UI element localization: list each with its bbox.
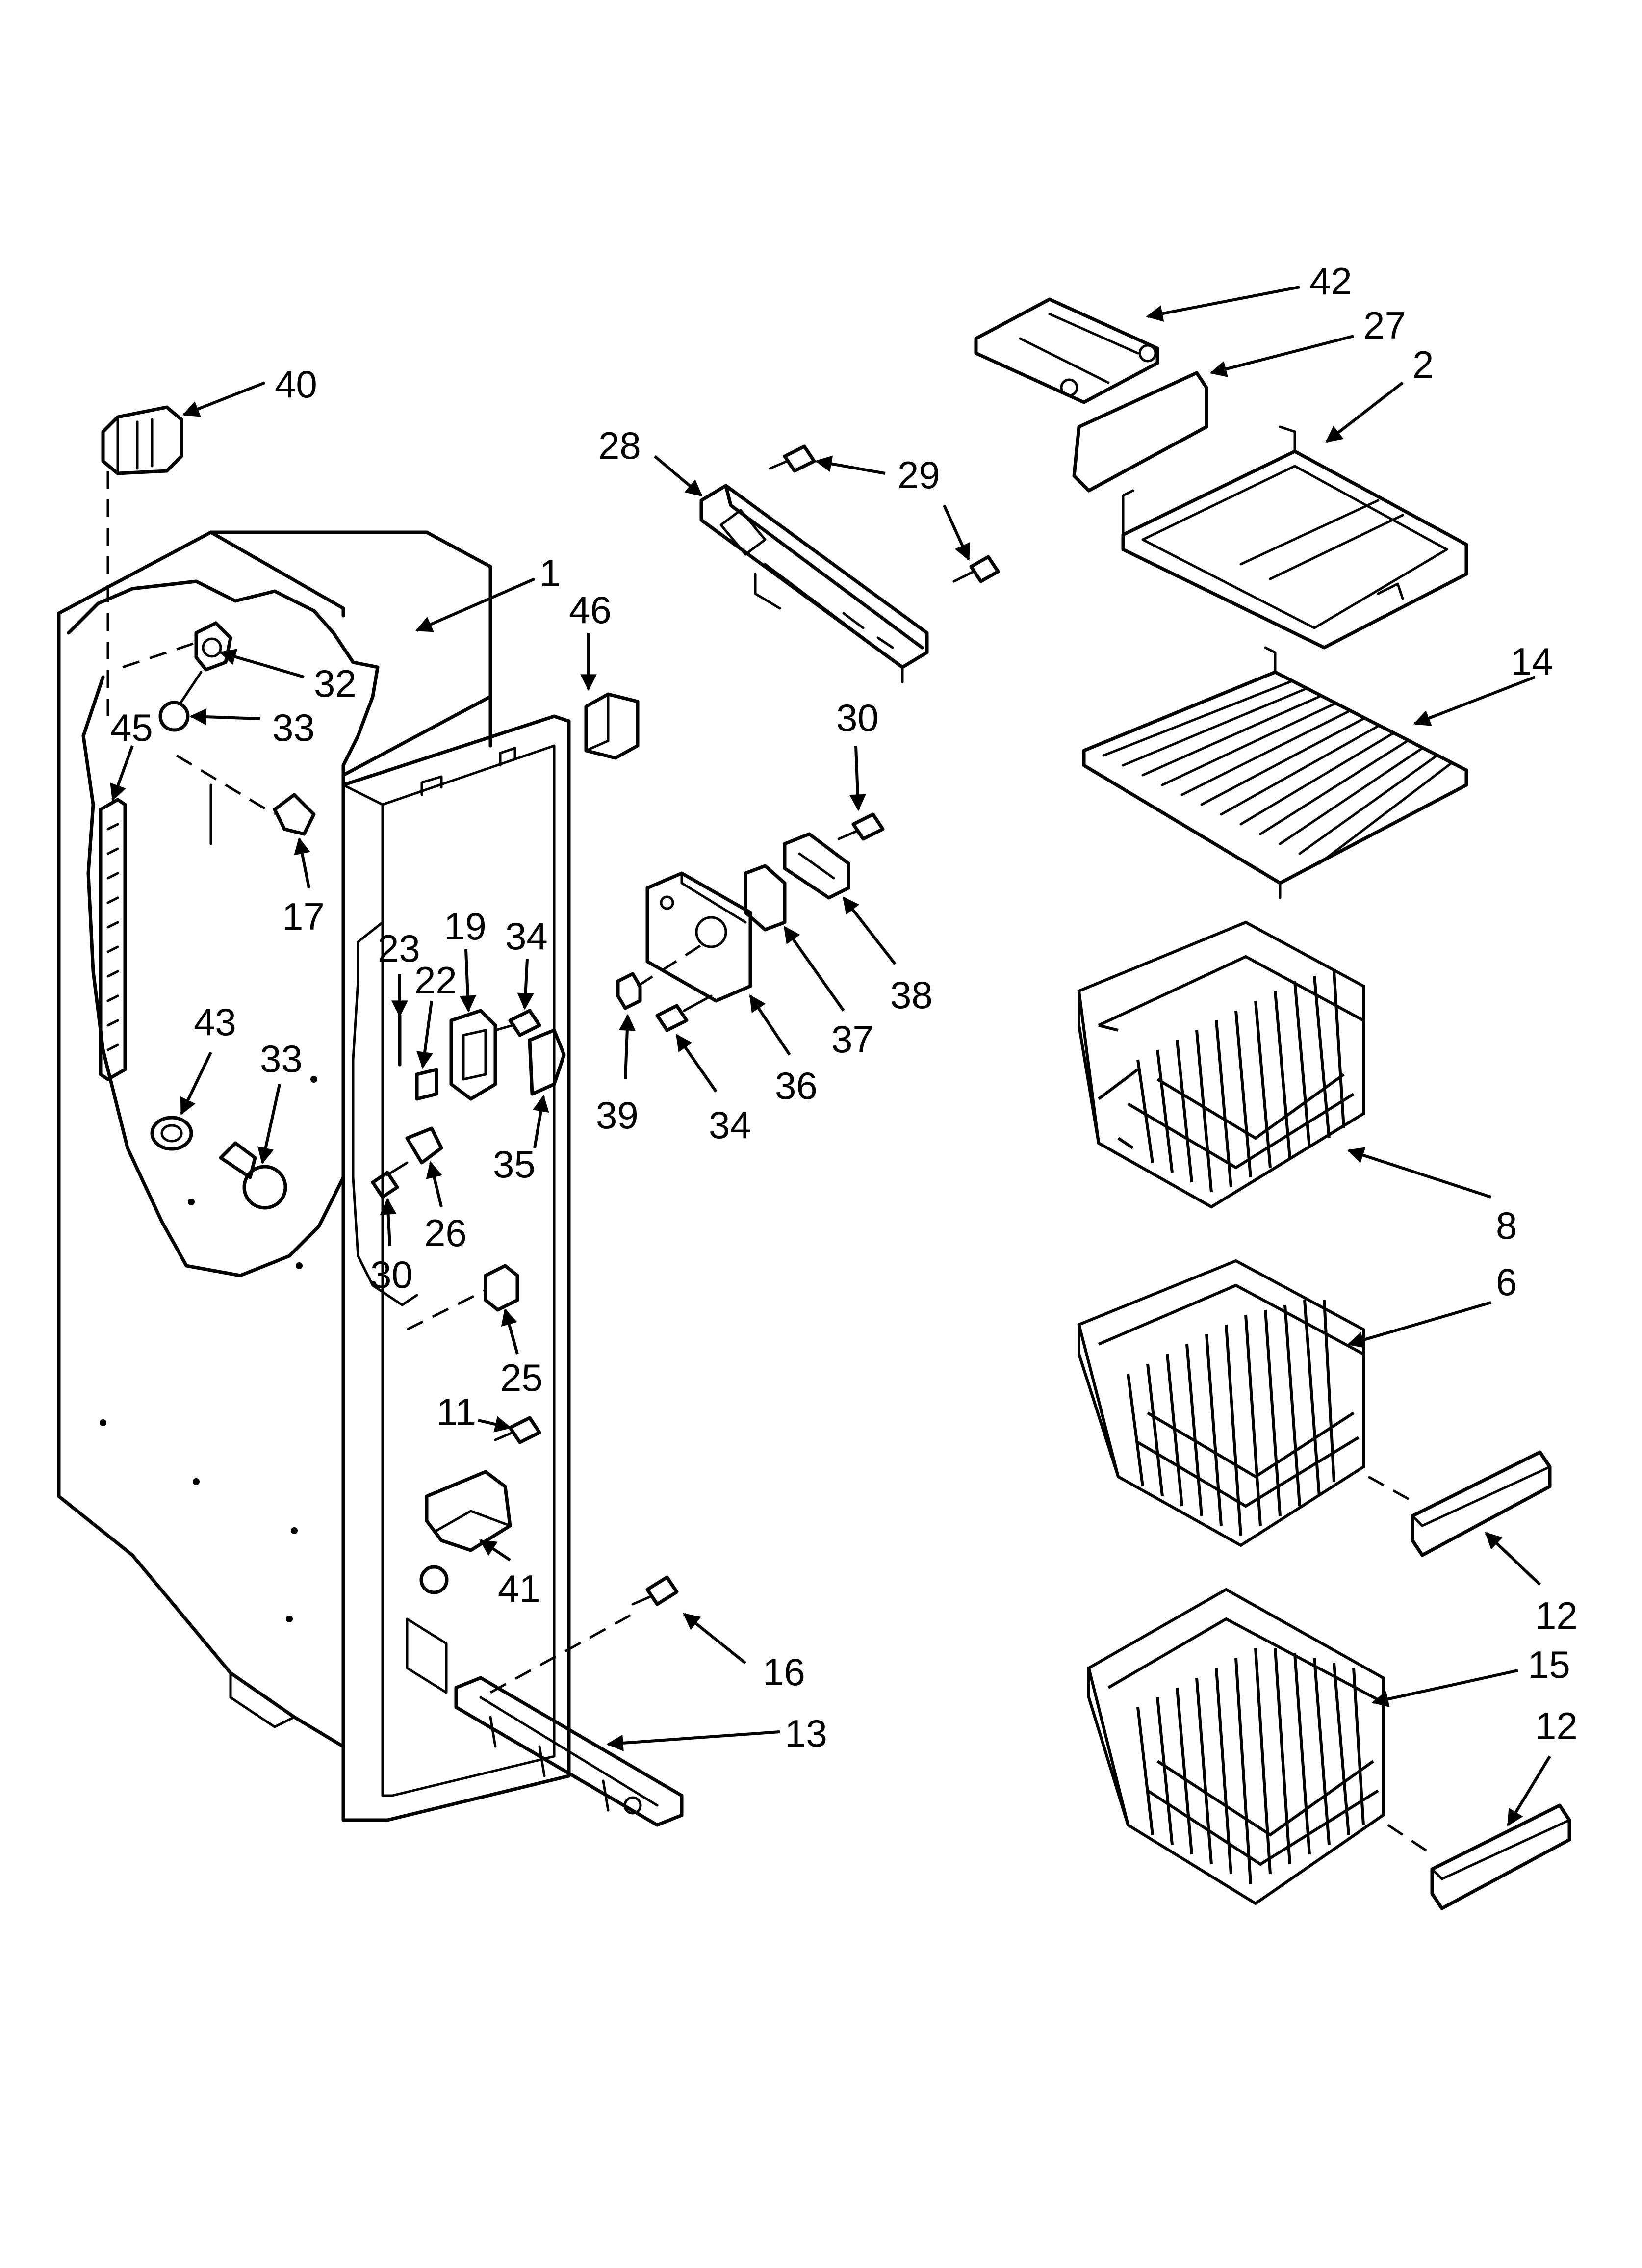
basket-8 (1077, 920, 1365, 1209)
bulb-33-lower (219, 1141, 287, 1210)
callout-15: 15 (1528, 1643, 1570, 1686)
panel-27 (1072, 371, 1208, 493)
clip-17 (273, 793, 316, 836)
callout-labels: 40 32 33 45 17 43 33 1 46 23 22 19 34 35… (110, 260, 1578, 1755)
callout-37: 37 (831, 1017, 874, 1061)
callout-22: 22 (414, 959, 457, 1002)
callout-2: 2 (1412, 343, 1434, 386)
screw-16 (631, 1575, 679, 1606)
light-cover-40 (101, 405, 183, 475)
housing-36 (645, 871, 752, 1003)
screw-11 (494, 1416, 541, 1444)
callout-1: 1 (539, 551, 561, 595)
screw-30-left (371, 1161, 409, 1199)
callout-25: 25 (500, 1356, 543, 1399)
callout-19: 19 (444, 905, 487, 948)
callout-28: 28 (598, 424, 641, 467)
basket-6 (1077, 1259, 1365, 1547)
callout-27: 27 (1363, 304, 1406, 347)
switch-22 (415, 1068, 438, 1101)
bracket-46 (584, 692, 640, 760)
callout-12: 12 (1535, 1704, 1578, 1747)
callout-34: 34 (709, 1103, 751, 1147)
screw-34-left (494, 1009, 541, 1037)
callout-6: 6 (1496, 1260, 1517, 1303)
callout-11: 11 (436, 1390, 476, 1434)
callout-16: 16 (763, 1650, 805, 1694)
callout-30: 30 (370, 1253, 413, 1296)
control-19 (449, 1009, 497, 1101)
callout-35: 35 (493, 1143, 536, 1186)
callout-43: 43 (194, 1000, 236, 1043)
light-rail-45 (99, 798, 127, 1081)
screw-29-lower (952, 555, 1000, 583)
callout-13: 13 (785, 1712, 827, 1755)
divider-12-lower (1430, 1803, 1571, 1910)
screw-29-top (769, 444, 816, 473)
callout-32: 32 (314, 662, 357, 705)
callout-14: 14 (1511, 640, 1553, 683)
callout-17: 17 (282, 895, 325, 938)
wire-shelf-14 (1082, 646, 1468, 899)
callout-39: 39 (596, 1094, 639, 1137)
basket-15 (1087, 1588, 1385, 1905)
callout-40: 40 (275, 363, 317, 406)
callout-33: 33 (272, 706, 315, 749)
callout-34: 34 (505, 914, 548, 958)
board-26 (405, 1126, 443, 1165)
callout-33: 33 (260, 1037, 303, 1080)
divider-12-upper (1411, 1450, 1552, 1557)
callout-12: 12 (1535, 1594, 1578, 1637)
knob-39 (616, 972, 642, 1010)
leader-lines (110, 286, 1551, 1826)
callout-8: 8 (1496, 1204, 1517, 1247)
trim-13 (454, 1676, 684, 1827)
socket-bracket-32 (194, 621, 232, 672)
hinge-cover-42 (974, 297, 1159, 404)
screw-30-right (837, 812, 885, 841)
callout-41: 41 (498, 1567, 540, 1610)
callout-42: 42 (1309, 260, 1352, 303)
bulb-33-upper (158, 671, 203, 732)
freezer-liner (57, 530, 571, 1822)
callout-46: 46 (569, 588, 612, 631)
shelf-frame-2 (1121, 425, 1468, 650)
callout-29: 29 (898, 453, 940, 496)
socket-43 (150, 1116, 193, 1151)
bracket-37 (744, 864, 787, 932)
screw-34-right (655, 994, 713, 1032)
board-38 (783, 832, 850, 900)
callout-30: 30 (836, 696, 879, 739)
callout-38: 38 (890, 973, 933, 1017)
callout-23: 23 (378, 927, 420, 970)
callout-45: 45 (110, 706, 153, 749)
switch-25 (484, 1264, 519, 1312)
cover-41 (419, 1470, 512, 1594)
bracket-35 (528, 1028, 566, 1096)
callout-26: 26 (424, 1211, 467, 1254)
callout-36: 36 (775, 1064, 818, 1107)
duct-28 (699, 484, 929, 683)
